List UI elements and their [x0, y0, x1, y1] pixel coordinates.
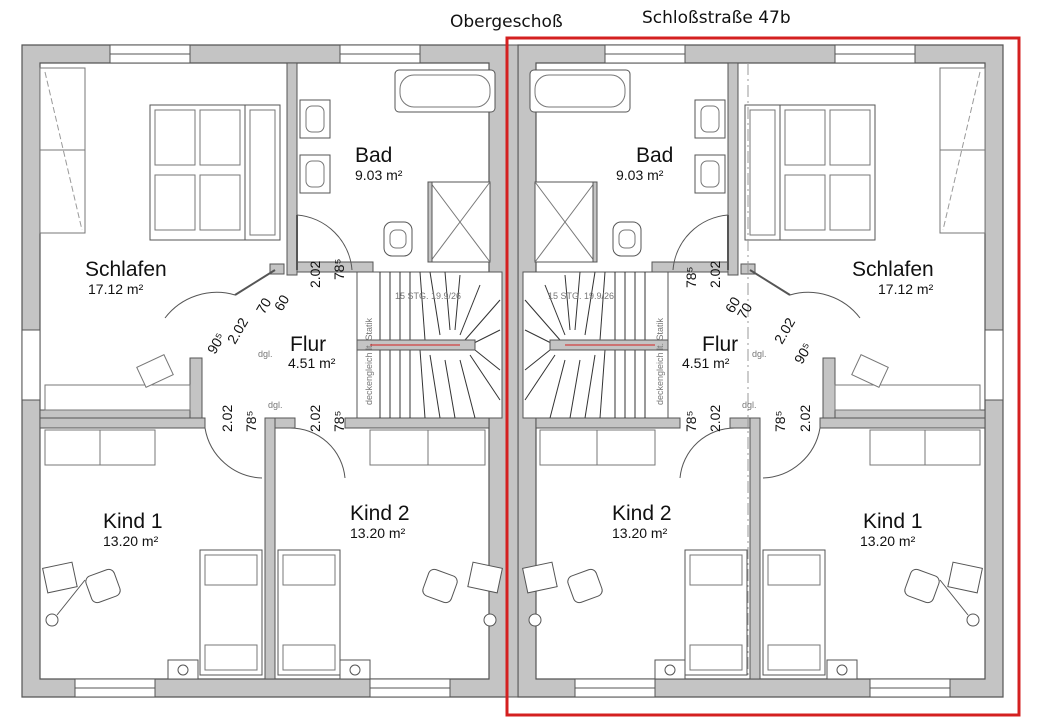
right-dim-k1-202: 2.02: [797, 405, 813, 432]
right-dim-70: 70: [734, 300, 756, 322]
right-dim-bad-785: 78⁵: [683, 267, 699, 288]
right-bad-area: 9.03 m²: [616, 167, 664, 183]
left-kind1-area: 13.20 m²: [103, 533, 159, 549]
stair-note-label: deckengleich lt. Statik: [364, 317, 374, 405]
left-dim-k2-202: 2.02: [307, 405, 323, 432]
left-dim-bad-785: 78⁵: [331, 259, 347, 280]
left-dim-k1-202: 2.02: [219, 405, 235, 432]
left-schlafen-name: Schlafen: [85, 258, 167, 281]
left-bad-name: Bad: [355, 144, 392, 167]
left-dim-905: 90⁵: [204, 330, 229, 357]
right-kind1-name: Kind 1: [863, 510, 923, 533]
floor-label: Obergeschoß: [450, 12, 563, 32]
right-schlafen-area: 17.12 m²: [878, 281, 934, 297]
right-dim-k1-785: 78⁵: [772, 411, 788, 432]
left-dgl-1: dgl.: [258, 349, 273, 359]
highlight-frame: [505, 36, 1021, 717]
address-label: Schloßstraße 47b: [642, 8, 791, 28]
right-unit: 15 STG. 19.9/26 deckengleich lt. Statik …: [517, 44, 1004, 698]
left-dim-bad-202: 2.02: [307, 261, 323, 288]
left-unit: 15 STG. 19.9/26 deckengleich lt. Statik: [21, 44, 508, 698]
right-kind1-area: 13.20 m²: [860, 533, 916, 549]
left-dgl-2: dgl.: [268, 400, 283, 410]
left-dim-70: 70: [253, 295, 275, 317]
left-schlafen-area: 17.12 m²: [88, 281, 144, 297]
right-bad-name: Bad: [636, 144, 673, 167]
left-dim-sch-202: 2.02: [224, 315, 252, 347]
right-flur-area: 4.51 m²: [682, 355, 730, 371]
right-dgl-2: dgl.: [742, 400, 757, 410]
right-dim-k2-202: 2.02: [707, 405, 723, 432]
right-dim-60: 60: [722, 294, 744, 316]
right-dim-k2-785: 78⁵: [683, 411, 699, 432]
party-wall: [506, 44, 519, 698]
left-flur-area: 4.51 m²: [288, 355, 336, 371]
right-kind2-area: 13.20 m²: [612, 525, 668, 541]
right-kind2-name: Kind 2: [612, 502, 672, 525]
right-dgl-1: dgl.: [752, 349, 767, 359]
right-dim-sch-202: 2.02: [771, 315, 799, 347]
right-dim-905: 90⁵: [791, 340, 816, 367]
left-kind1-name: Kind 1: [103, 510, 163, 533]
left-dim-k1-785: 78⁵: [243, 411, 259, 432]
left-dim-k2-785: 78⁵: [331, 411, 347, 432]
left-bad-area: 9.03 m²: [355, 167, 403, 183]
right-stair-steps-label: 15 STG. 19.9/26: [548, 291, 614, 301]
right-schlafen-name: Schlafen: [852, 258, 934, 281]
left-kind2-area: 13.20 m²: [350, 525, 406, 541]
stair-steps-label: 15 STG. 19.9/26: [395, 291, 461, 301]
right-stair-note-label: deckengleich lt. Statik: [655, 317, 665, 405]
left-flur-name: Flur: [290, 333, 326, 356]
left-kind2-name: Kind 2: [350, 502, 410, 525]
left-dim-60: 60: [271, 292, 293, 314]
right-flur-name: Flur: [702, 333, 738, 356]
right-dim-bad-202: 2.02: [707, 261, 723, 288]
